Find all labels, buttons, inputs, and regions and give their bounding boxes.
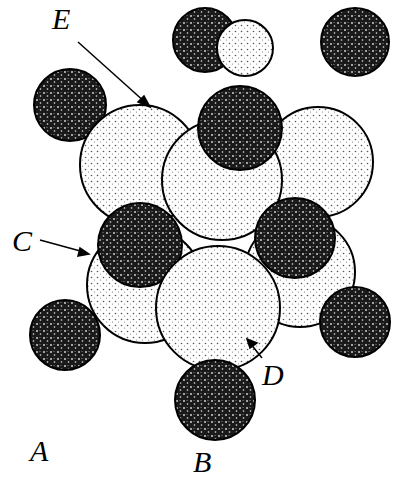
part-letter: D — [262, 360, 284, 390]
part-letter: B — [193, 447, 211, 477]
part-letter: E — [52, 4, 70, 34]
part-letter: C — [12, 226, 32, 256]
part-letter: A — [30, 436, 48, 466]
